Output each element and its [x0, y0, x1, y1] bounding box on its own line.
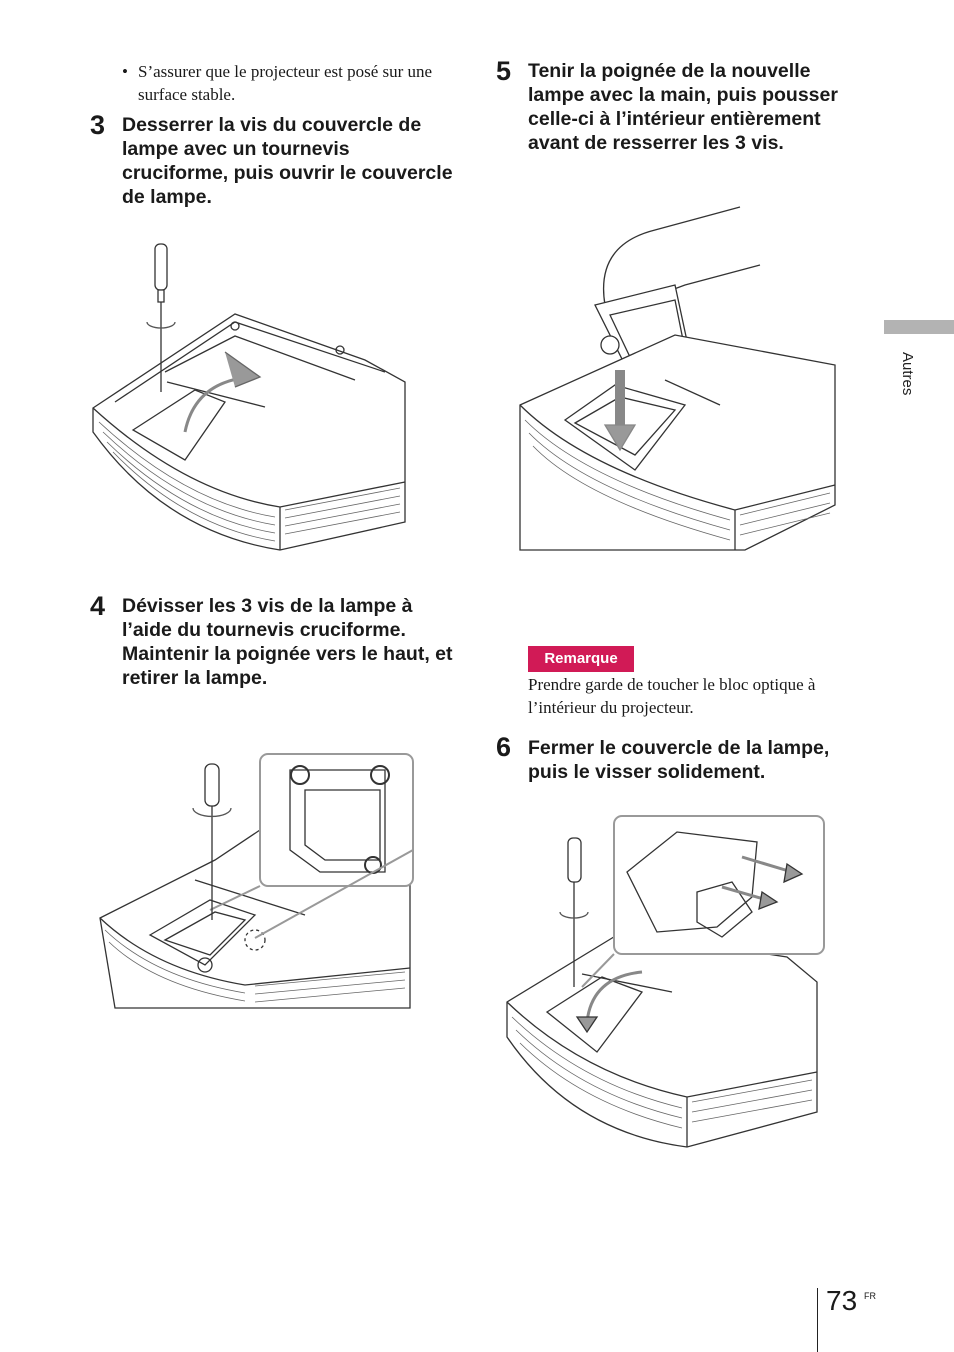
- illustration-step-5: [515, 205, 840, 605]
- hand-icon: [604, 207, 760, 305]
- step-6-number: 6: [496, 732, 512, 762]
- screwdriver-icon: [560, 838, 588, 987]
- screwdriver-icon: [193, 764, 231, 920]
- page-language: FR: [864, 1291, 876, 1301]
- bullet-symbol: •: [122, 62, 128, 81]
- step-6-text: Fermer le couvercle de la lampe, puis le…: [528, 737, 830, 783]
- step-3-number: 3: [90, 110, 106, 140]
- step-5-number: 5: [496, 56, 512, 86]
- illustration-step-4: [95, 750, 420, 1010]
- note-badge: Remarque: [528, 646, 634, 672]
- step-5-text: Tenir la poignée de la nouvelle lampe av…: [528, 60, 838, 154]
- side-tab: [884, 320, 954, 334]
- screwdriver-icon: [147, 244, 175, 392]
- side-tab-label: Autres: [899, 352, 916, 396]
- note-text: Prendre garde de toucher le bloc optique…: [528, 675, 816, 717]
- bullet-note: • S’assurer que le projecteur est posé su…: [122, 60, 478, 106]
- page-number: 73: [826, 1285, 858, 1316]
- bullet-text: S’assurer que le projecteur est posé sur…: [138, 62, 433, 104]
- illustration-step-3: [85, 232, 415, 562]
- page-number-rule: [817, 1288, 818, 1352]
- step-3-text: Desserrer la vis du couvercle de lampe a…: [122, 114, 453, 208]
- illustration-step-6: [502, 812, 832, 1152]
- step-4-number: 4: [90, 591, 106, 621]
- step-4-text: Dévisser les 3 vis de la lampe à l’aide …: [122, 595, 453, 689]
